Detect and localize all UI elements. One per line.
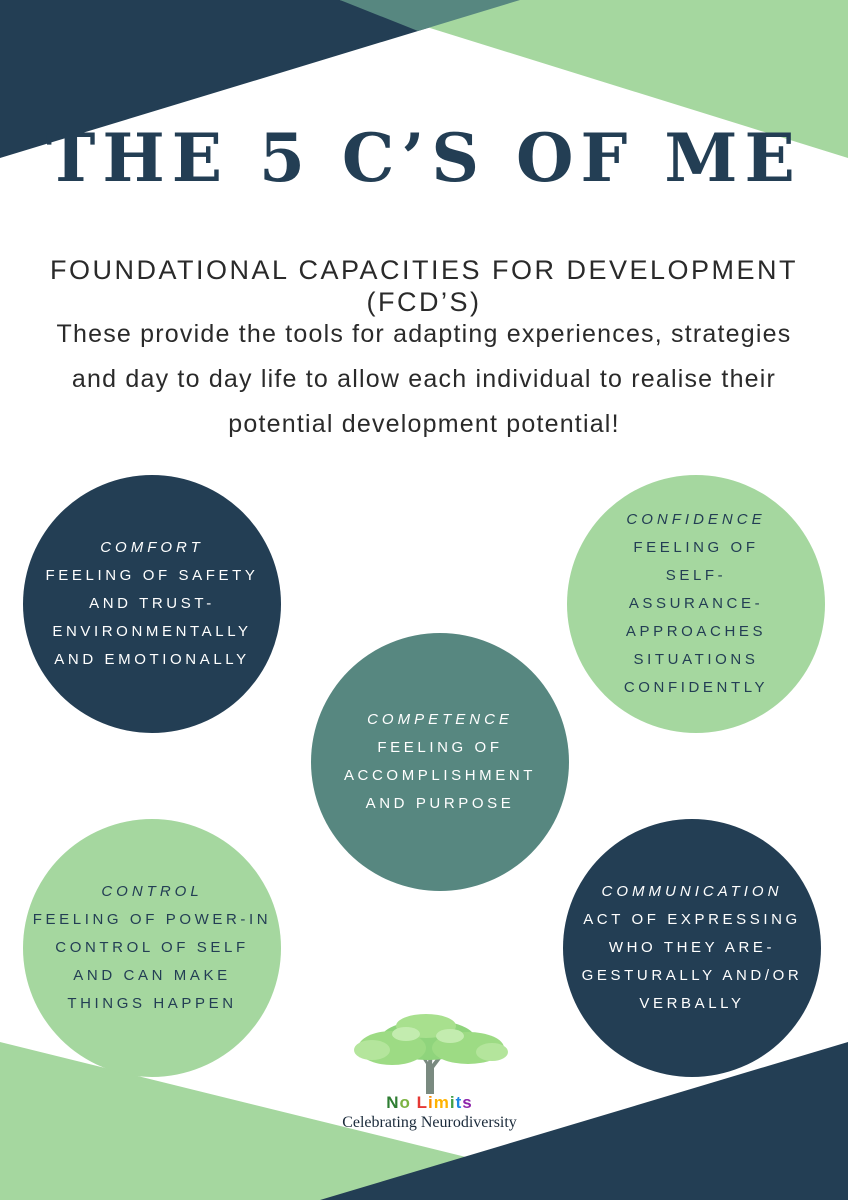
logo-tagline: Celebrating Neurodiversity	[342, 1114, 517, 1131]
logo-brand-text: No Limits	[386, 1093, 473, 1112]
page-subtitle: FOUNDATIONAL CAPACITIES FOR DEVELOPMENT …	[49, 255, 799, 318]
comfort-description: FEELING OF SAFETY AND TRUST- ENVIRONMENT…	[45, 567, 259, 668]
bottom-right-navy-triangle	[320, 1042, 848, 1200]
page-title: THE 5 C’S OF ME	[46, 119, 802, 197]
control-title: CONTROL	[101, 883, 203, 900]
top-right-green-triangle	[340, 0, 848, 158]
comfort-circle: COMFORT FEELING OF SAFETY AND TRUST- ENV…	[23, 475, 281, 733]
tree-icon	[354, 1014, 508, 1094]
communication-circle: COMMUNICATION ACT OF EXPRESSING WHO THEY…	[563, 819, 821, 1077]
intro-paragraph: These provide the tools for adapting exp…	[56, 320, 792, 438]
confidence-description: FEELING OF SELF-ASSURANCE- APPROACHES SI…	[623, 539, 769, 696]
top-left-navy-triangle	[0, 0, 520, 158]
control-description: FEELING OF POWER-IN CONTROL OF SELF AND …	[32, 911, 272, 1012]
competence-circle: COMPETENCE FEELING OF ACCOMPLISHMENT AND…	[311, 633, 569, 891]
competence-title: COMPETENCE	[367, 711, 513, 728]
confidence-title: CONFIDENCE	[626, 511, 766, 528]
comfort-title: COMFORT	[100, 539, 204, 556]
communication-title: COMMUNICATION	[601, 883, 783, 900]
communication-description: ACT OF EXPRESSING WHO THEY ARE- GESTURAL…	[581, 911, 803, 1012]
competence-description: FEELING OF ACCOMPLISHMENT AND PURPOSE	[343, 739, 537, 812]
top-teal-overlap	[340, 0, 520, 31]
confidence-circle: CONFIDENCE FEELING OF SELF-ASSURANCE- AP…	[567, 475, 825, 733]
no-limits-logo: No Limits Celebrating Neurodiversity	[322, 1012, 537, 1137]
control-circle: CONTROL FEELING OF POWER-IN CONTROL OF S…	[23, 819, 281, 1077]
